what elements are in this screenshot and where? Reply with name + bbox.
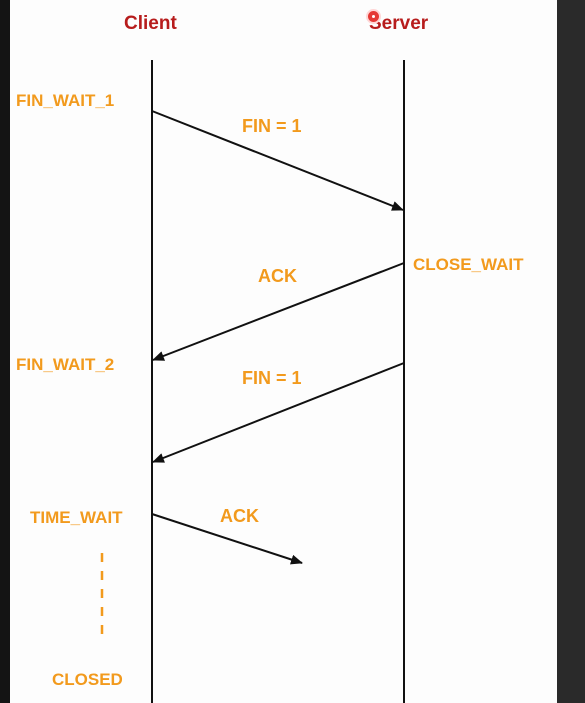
frame-edge [557,0,585,703]
message-ack-2: ACK [220,506,259,526]
ack-arrow-client-to-server [151,513,303,565]
ack-arrow-server-to-client [152,262,405,361]
state-close-wait: CLOSE_WAIT [413,255,524,274]
state-fin-wait-1: FIN_WAIT_1 [16,91,115,110]
state-time-wait: TIME_WAIT [30,508,123,527]
diagram-canvas [10,0,557,703]
message-fin-2: FIN = 1 [242,368,302,388]
state-closed: CLOSED [52,670,123,689]
client-header: Client [124,13,177,34]
fin-arrow-client-to-server [151,110,404,211]
server-header: Server [369,13,429,34]
pointer-icon [366,9,381,24]
message-fin-1: FIN = 1 [242,116,302,136]
state-fin-wait-2: FIN_WAIT_2 [16,355,115,374]
message-ack-1: ACK [258,266,297,286]
fin-arrow-server-to-client [152,362,405,463]
